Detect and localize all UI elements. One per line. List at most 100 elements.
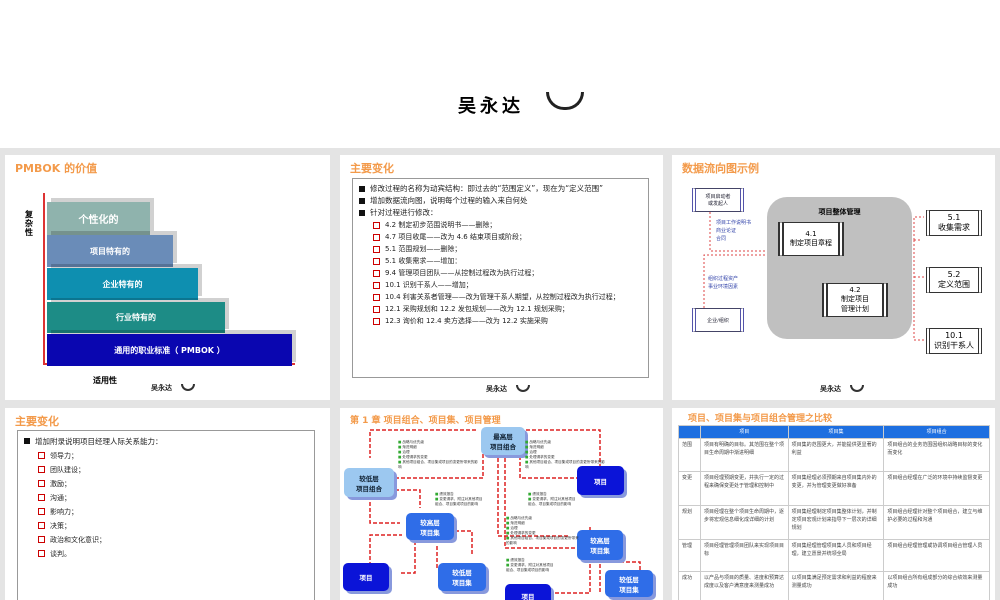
- sub-bullet: 激励；: [38, 477, 308, 491]
- sub-bullet: 5.1 收集需求——增加：: [373, 255, 642, 267]
- slide-title: 主要变化: [15, 415, 59, 428]
- node-text: 较低层: [452, 569, 472, 577]
- table-cell: 项目经理在整个项目生命周期中，逐步将宏观信息细化成详细的计划: [699, 505, 789, 540]
- sub-bullet-text: 9.4 管理项目团队——从控制过程改为执行过程；: [385, 269, 539, 277]
- slide-1-title[interactable]: 吴永达: [0, 0, 1000, 148]
- node-text: 项目集: [420, 528, 440, 537]
- note-line: 商业论证: [716, 228, 737, 234]
- node-lower-program-left[interactable]: 较低层项目集: [438, 563, 486, 591]
- table-cell: 项目经理预期变更，并执行一定的过程来确保变更处于管理和控制中: [699, 471, 789, 506]
- bullet-text: 增加附录说明项目经理人际关系能力：: [35, 437, 163, 446]
- note-line: 绩效报告: [506, 558, 554, 563]
- node-project-bottom[interactable]: 项目: [505, 584, 551, 600]
- table-cell: 项目组合经理在广泛的环境中持续监督变更: [883, 471, 990, 506]
- note-line: 战略与优先级: [398, 440, 478, 445]
- node-project-left[interactable]: 项目: [343, 563, 389, 591]
- slide-2-pmbok-value[interactable]: PMBOK 的价值 复杂性 个性化的 项目特有的 企业特有的 行业特有的 通用的…: [5, 155, 330, 400]
- note-line: 变更请求，附注对其他项目组合、项目集或项目的影响: [435, 497, 483, 507]
- table-cell: 以产品与项目的质量、进度和预算达成度以及客户满意度来测量成功: [699, 571, 789, 600]
- sub-bullet-text: 5.1 范围规划——删除；: [385, 245, 462, 253]
- sub-bullet-text: 4.7 项目收尾——改为 4.6 结束项目或阶段；: [385, 233, 526, 241]
- node-higher-program-left[interactable]: 较高层项目集: [406, 513, 454, 540]
- signature: 吴永达: [151, 383, 172, 392]
- x-axis-label: 适用性: [93, 376, 117, 385]
- input-note-2: 组织过程资产事业环境因素: [708, 275, 738, 291]
- table-cell: 项目组合经理针对整个项目组合，建立与维护必要的过程和沟通: [883, 505, 990, 540]
- sub-bullet-text: 政治和文化意识；: [50, 536, 106, 544]
- sub-bullet: 影响力；: [38, 505, 308, 519]
- table-cell: 项目有明确的目标。其范围在整个项目生命周期中渐进明细: [699, 438, 789, 472]
- node-higher-program-right[interactable]: 较高层项目集: [577, 530, 623, 560]
- input-note-1: 项目工作说明书商业论证合同: [716, 219, 751, 243]
- table-cell: 项目集的范围更大，并能提供更显著的利益: [787, 438, 885, 472]
- table-row: 成功以产品与项目的质量、进度和预算达成度以及客户满意度来测量成功以项目集满足预定…: [678, 571, 990, 600]
- process-name: 制定项目: [841, 295, 869, 303]
- scroll-sponsor: 项目启动者或发起人: [692, 188, 744, 212]
- node-text: 较低层: [359, 474, 379, 483]
- pmi-logo: [546, 92, 584, 110]
- changes-textbox: 增加附录说明项目经理人际关系能力： 领导力； 团队建设； 激励； 沟通； 影响力…: [17, 430, 315, 600]
- layer-personalized: 个性化的: [47, 202, 150, 235]
- process-name: 定义范围: [938, 280, 970, 289]
- column-header: 项目集: [787, 425, 885, 439]
- node-lower-program-right[interactable]: 较低层项目集: [605, 570, 653, 597]
- note-line: 合同: [716, 236, 727, 242]
- note-line: 绩效报告: [435, 492, 483, 497]
- slide-title: 项目、项目集与项目组合管理之比较: [688, 414, 833, 424]
- node-text: 项目集: [590, 547, 610, 555]
- note-downward-3: 战略与优先级渐进明细治理处理请求的变更其他项目组合、项目集或项目的变更所带来的影…: [506, 516, 581, 546]
- slide-6-portfolio-program-project[interactable]: 第 1 章 项目组合、项目集、项目管理 最高层项目组合 较低层项目组合 项目 较…: [340, 408, 663, 600]
- table-cell: 项目集经理必须预期来自项目集内外的变更，并为管理变更做好准备: [787, 471, 885, 506]
- table-cell: 以项目集满足预定需求和利益的程度来测量成功: [787, 571, 885, 600]
- bullet: 增加数据流向图，说明每个过程的输入来自何处: [359, 195, 642, 207]
- sub-bullet-text: 4.2 制定初步范围说明书——删除；: [385, 221, 497, 229]
- process-number: 5.2: [947, 270, 961, 279]
- sub-bullet-text: 12.1 采购规划和 12.2 发包规划——改为 12.1 规划采购；: [385, 305, 569, 313]
- y-axis-label: 复杂性: [25, 210, 33, 237]
- sub-bullet-text: 影响力；: [50, 508, 78, 516]
- sub-bullet-text: 决策；: [50, 522, 71, 530]
- node-project-top-right[interactable]: 项目: [577, 466, 624, 495]
- process-number: 4.2: [849, 286, 861, 294]
- note-line: 绩效报告: [528, 492, 576, 497]
- slide-5-main-changes[interactable]: 主要变化 增加附录说明项目经理人际关系能力： 领导力； 团队建设； 激励； 沟通…: [5, 408, 330, 600]
- table-cell: 项目组合的业务范围因组织战略目标的变化而变化: [883, 438, 990, 472]
- sub-bullet: 领导力；: [38, 449, 308, 463]
- pmi-logo: [181, 384, 195, 391]
- note-line: 变更请求，附注对其他项目组合、项目集或项目的影响: [506, 563, 554, 573]
- slide-3-main-changes[interactable]: 主要变化 修改过程的名称为动宾结构：即过去的“范围定义”，现在为“定义范围” 增…: [340, 155, 663, 400]
- node-text: 项目: [594, 477, 607, 486]
- sub-bullet: 12.1 采购规划和 12.2 发包规划——改为 12.1 规划采购；: [373, 303, 642, 315]
- sub-bullet: 谈判。: [38, 547, 308, 561]
- table-header-row: 项目项目集项目组合: [678, 425, 990, 439]
- note-line: 处理请求的变更: [525, 455, 605, 460]
- sub-bullet: 10.1 识别干系人——增加；: [373, 279, 642, 291]
- table-row: 变更项目经理预期变更，并执行一定的过程来确保变更处于管理和控制中项目集经理必须预…: [678, 471, 990, 506]
- bullet: 针对过程进行修改：: [359, 207, 642, 219]
- layer-enterprise-specific: 企业特有的: [47, 268, 198, 300]
- table-row: 范围项目有明确的目标。其范围在整个项目生命周期中渐进明细项目集的范围更大，并能提…: [678, 438, 990, 472]
- node-lower-portfolio[interactable]: 较低层项目组合: [344, 468, 394, 497]
- note-upward-2: 绩效报告变更请求，附注对其他项目组合、项目集或项目的影响: [528, 492, 576, 507]
- bullet: 修改过程的名称为动宾结构：即过去的“范围定义”，现在为“定义范围”: [359, 183, 642, 195]
- signature: 吴永达: [820, 384, 841, 393]
- node-text: 最高层: [493, 433, 513, 441]
- sub-bullet: 10.4 利害关系者管理——改为管理干系人期望，从控制过程改为执行过程；: [373, 291, 642, 303]
- note-line: 处理请求的变更: [506, 531, 581, 536]
- note-line: 战略与优先级: [525, 440, 605, 445]
- table-cell: 项目集经理管理项目集人员和项目经理，建立愿景并统领全局: [787, 539, 885, 572]
- slide-7-comparison-table[interactable]: 项目、项目集与项目组合管理之比较 项目项目集项目组合 范围项目有明确的目标。其范…: [672, 408, 995, 600]
- sub-bullet: 决策；: [38, 519, 308, 533]
- y-axis: [43, 193, 45, 365]
- note-line: 其他项目组合、项目集或项目的变更所带来的影响: [525, 460, 605, 470]
- author-name: 吴永达: [458, 96, 524, 117]
- note-line: 渐进明细: [398, 445, 478, 450]
- sub-bullet: 9.4 管理项目团队——从控制过程改为执行过程；: [373, 267, 642, 279]
- node-top-portfolio[interactable]: 最高层项目组合: [481, 427, 525, 455]
